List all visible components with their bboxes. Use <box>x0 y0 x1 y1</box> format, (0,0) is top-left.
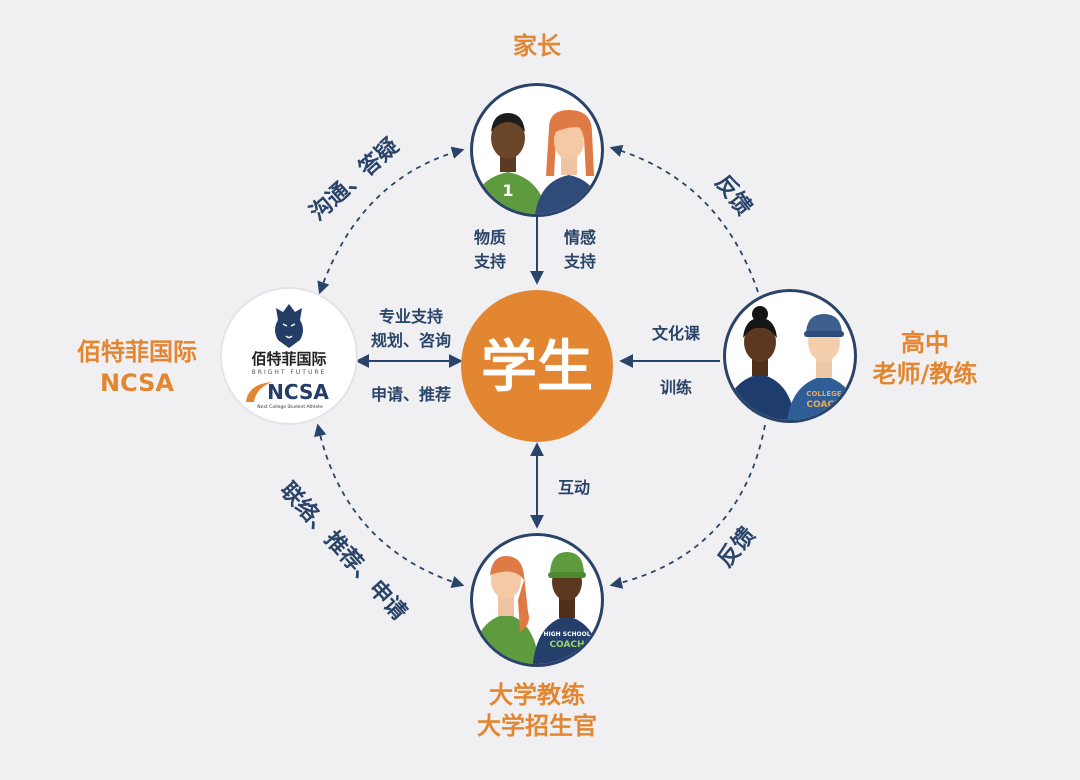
agency-node: 佰特菲国际 BRIGHT FUTURE NCSA Next College St… <box>220 287 358 425</box>
teacher-and-coach-avatars-icon: COLLEGE COACH <box>726 306 854 420</box>
svg-text:1: 1 <box>502 181 513 200</box>
parents-node: 1 <box>470 83 604 217</box>
flow-material-support: 物质支持 <box>473 228 506 271</box>
arc-agency-college <box>314 423 465 588</box>
flow-training: 训练 <box>659 378 692 397</box>
student-circle <box>461 290 613 442</box>
agency-label: 佰特菲国际 NCSA <box>77 338 197 397</box>
logo-brand-en: BRIGHT FUTURE <box>252 369 327 376</box>
student-label: 学生 <box>481 335 593 400</box>
flow-academics: 文化课 <box>651 324 700 343</box>
arc-agency-parents <box>317 146 465 295</box>
arc-highschool-college <box>609 424 766 589</box>
svg-text:HIGH SCHOOL: HIGH SCHOOL <box>543 631 590 638</box>
ncsa-logo-icon: NCSA Next College Student Athlete <box>246 380 329 410</box>
logo-ncsa-sub: Next College Student Athlete <box>257 404 323 410</box>
highschool-label: 高中 老师/教练 <box>872 329 978 388</box>
logo-ncsa: NCSA <box>267 380 329 404</box>
svg-text:COLLEGE: COLLEGE <box>806 390 842 398</box>
college-node: HIGH SCHOOL COACH <box>470 533 604 667</box>
logo-brand-cn: 佰特菲国际 <box>251 350 326 368</box>
flow-emotional-support: 情感支持 <box>563 228 596 271</box>
flow-interaction: 互动 <box>557 478 590 497</box>
parents-label: 家长 <box>513 32 561 60</box>
flow-application-recommend: 申请、推荐 <box>370 385 451 404</box>
two-parents-avatars-icon: 1 <box>473 110 601 214</box>
svg-text:COACH: COACH <box>806 400 841 410</box>
college-label: 大学教练 大学招生官 <box>477 681 597 740</box>
highschool-node: COLLEGE COACH <box>723 289 857 423</box>
flow-professional-support: 专业支持规划、咨询 <box>370 307 451 350</box>
svg-text:COACH: COACH <box>549 640 584 650</box>
lion-crest-logo-icon <box>275 304 303 348</box>
